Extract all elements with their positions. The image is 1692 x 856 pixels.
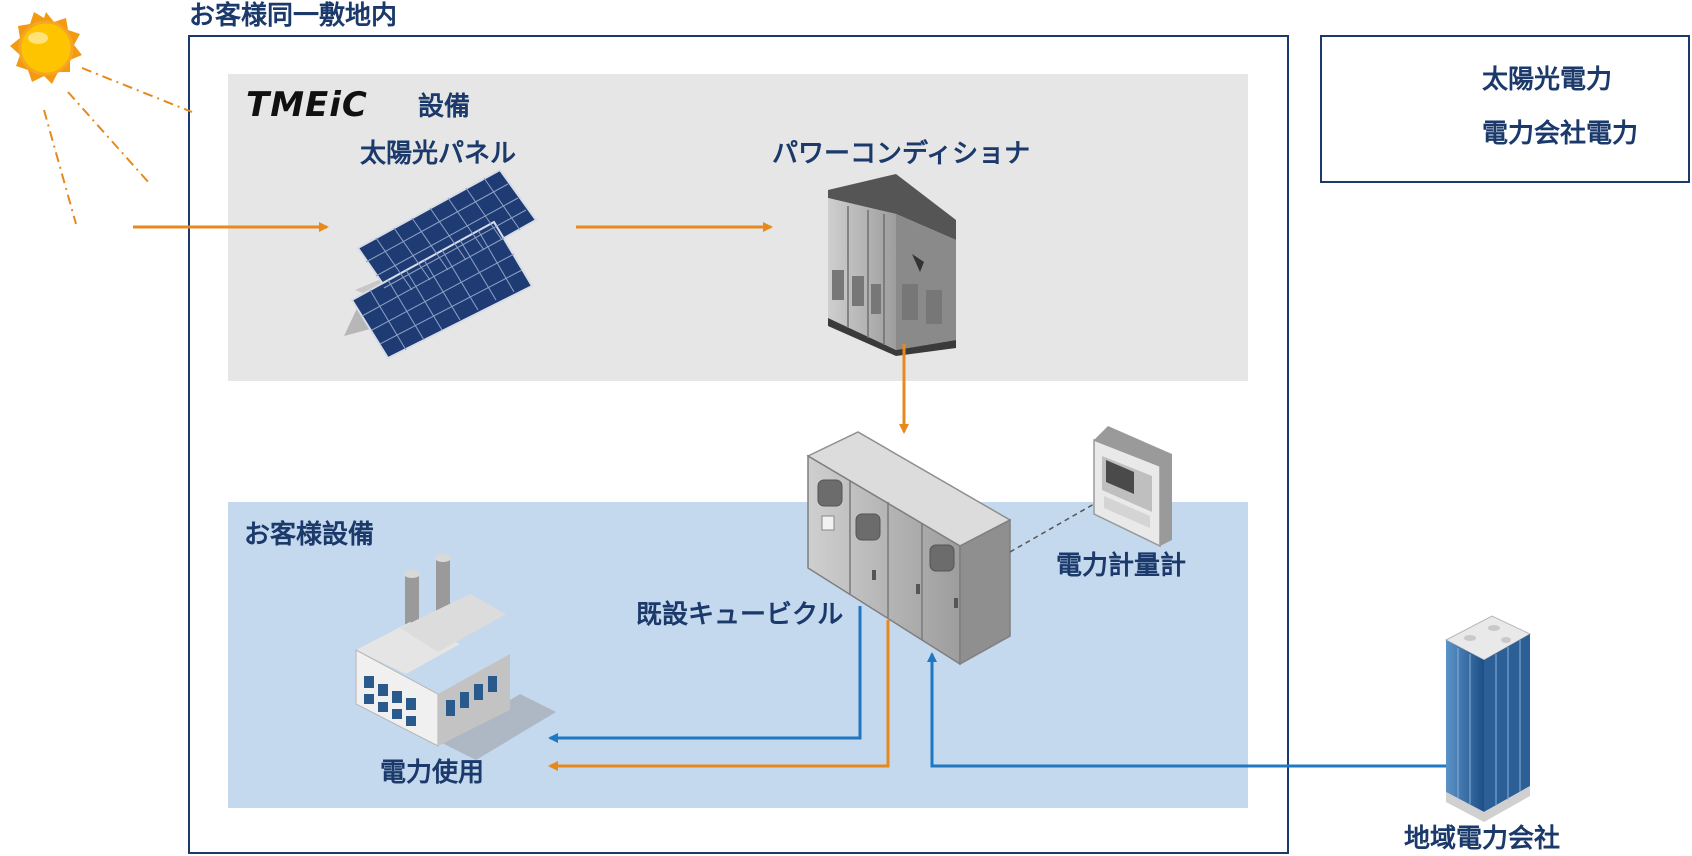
flow-cubicle-to-factory-solar: [548, 620, 890, 771]
sun-rays: [43, 67, 193, 225]
meter-icon: [1093, 426, 1172, 548]
power-conditioner-label: パワーコンディショナ: [772, 139, 1031, 169]
cubicle-label: 既設キュービクル: [636, 600, 844, 630]
tmeic-logo: TMEiC: [246, 85, 368, 125]
site-boundary: [188, 35, 1289, 854]
factory-label: 電力使用: [380, 758, 485, 788]
power-conditioner-icon: [828, 174, 956, 356]
cubicle-icon: [806, 431, 1012, 666]
flow-utility-to-cubicle: [927, 652, 1446, 768]
legend-grid-label: 電力会社電力: [1482, 119, 1639, 149]
tmeic-area-label: 設備: [418, 92, 471, 122]
customer-area-label: お客様設備: [244, 520, 375, 550]
legend-solar-label: 太陽光電力: [1482, 65, 1613, 95]
solar-panel-icon: [344, 168, 538, 360]
solar-panel-label: 太陽光パネル: [360, 139, 517, 169]
utility-label: 地域電力会社: [1404, 824, 1561, 854]
sun-icon: [10, 12, 82, 84]
factory-icon: [355, 554, 556, 760]
legend: [1320, 35, 1690, 183]
utility-building-icon: [1444, 615, 1532, 822]
flow-cubicle-to-factory-grid: [548, 606, 862, 743]
site-boundary-label: お客様同一敷地内: [189, 1, 398, 31]
meter-label: 電力計量計: [1056, 551, 1187, 581]
meter-connector: [1009, 503, 1095, 553]
